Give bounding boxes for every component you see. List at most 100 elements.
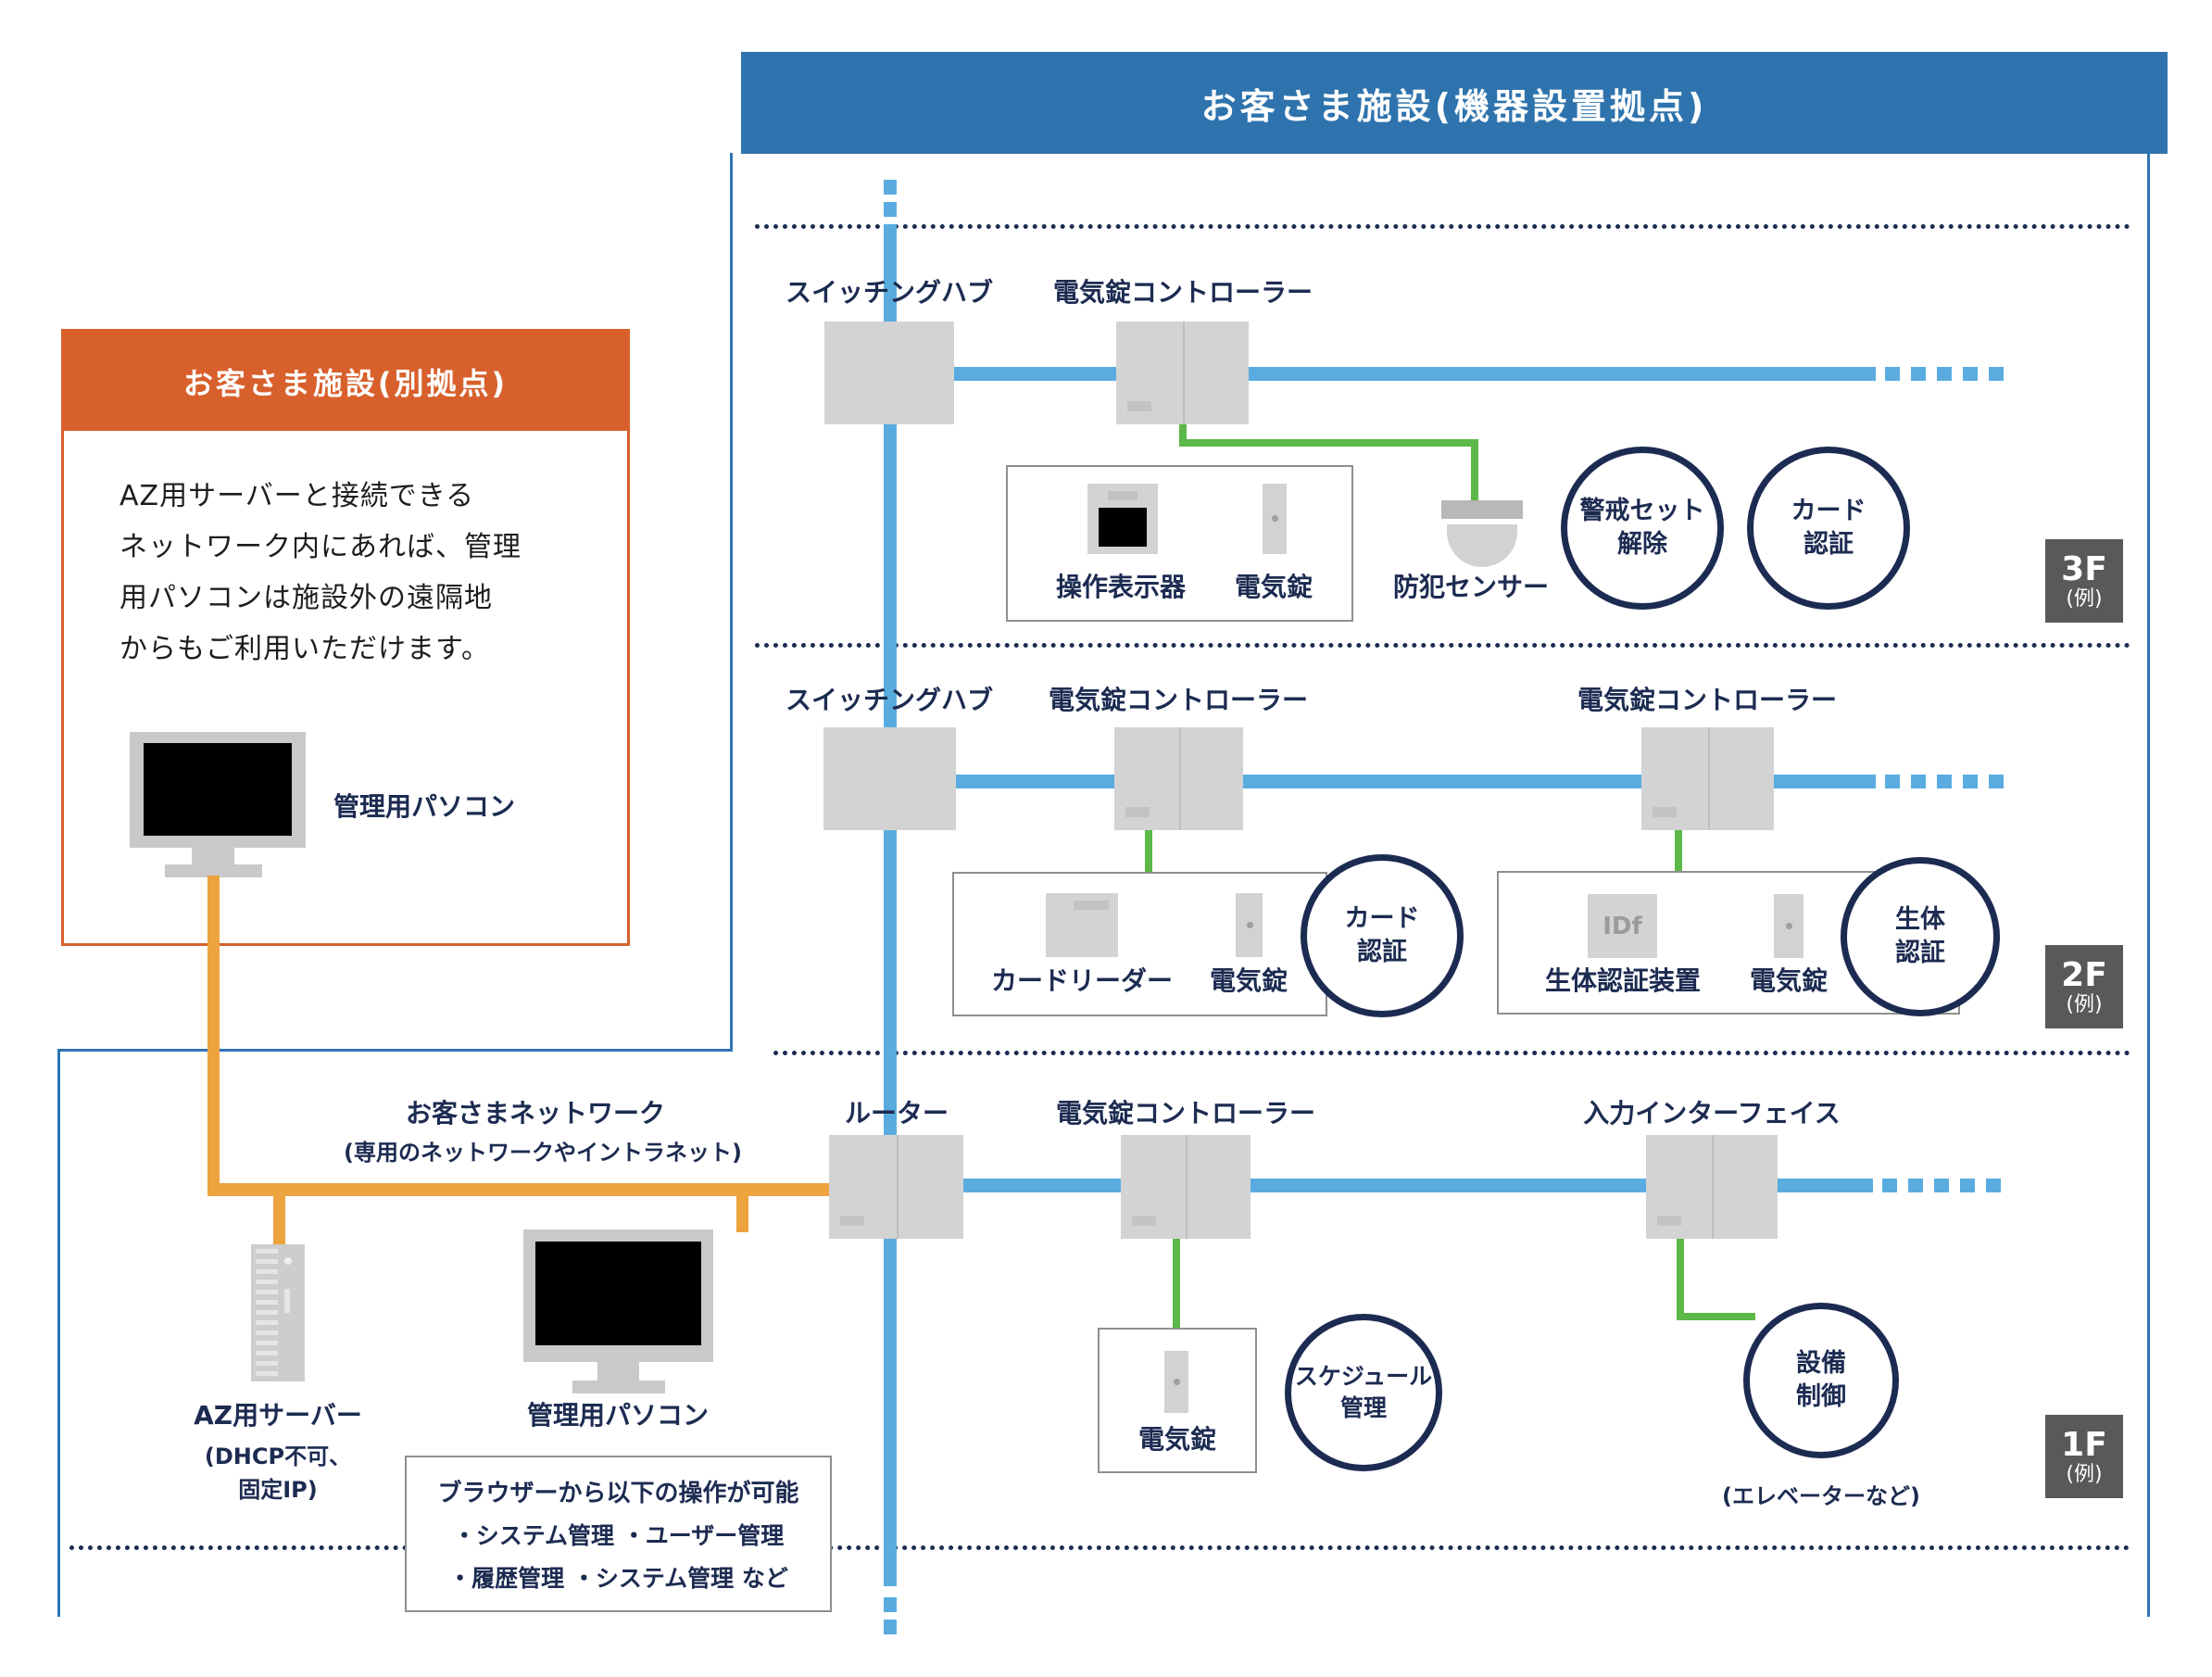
remote-site-header: お客さま施設(別拠点)	[64, 332, 627, 431]
remote-admin-pc-icon	[130, 732, 306, 848]
blue-zone-right-border	[2147, 153, 2150, 1617]
input-interface-icon	[1646, 1135, 1778, 1239]
remote-site-description: AZ用サーバーと接続できる ネットワーク内にあれば、管理 用パソコンは施設外の遠…	[119, 471, 601, 675]
floor3-lock-wire-v	[1179, 424, 1187, 447]
bio-device-text: IDf	[1602, 912, 1642, 940]
interface-wire-v	[1677, 1239, 1684, 1320]
bio-auth-device-icon: IDf	[1588, 894, 1657, 958]
circle-text: スケジュール	[1294, 1363, 1433, 1391]
floor2-lock-controller-left-icon	[1114, 727, 1243, 830]
browser-note-line: ブラウザーから以下の操作が可能	[437, 1480, 799, 1507]
security-sensor-label: 防犯センサー	[1392, 572, 1549, 602]
facility-control-circle: 設備 制御	[1743, 1303, 1899, 1458]
floor3-lock-wire-h	[1179, 439, 1478, 447]
floor3-sensor-wire-v	[1471, 439, 1478, 504]
floor2-badge-text: 2F	[2061, 956, 2107, 995]
circle-text: 制御	[1796, 1382, 1846, 1411]
floor2-badge: 2F (例)	[2045, 945, 2123, 1028]
floor1-controller-label: 電気錠コントローラー	[1055, 1098, 1315, 1129]
facility-header: お客さま施設(機器設置拠点)	[741, 52, 2168, 154]
floor1-badge: 1F (例)	[2045, 1415, 2123, 1498]
floor2-controller-left-label: 電気錠コントローラー	[1048, 685, 1308, 715]
floor1-badge-text: 1F	[2061, 1426, 2107, 1465]
az-server-note-line: 固定IP)	[238, 1477, 318, 1503]
circle-text: 解除	[1617, 530, 1667, 559]
remote-admin-pc-label: 管理用パソコン	[333, 791, 516, 822]
admin-pc-network-wire	[736, 1195, 748, 1232]
router-icon	[829, 1135, 963, 1239]
circle-text: 管理	[1339, 1394, 1387, 1421]
customer-network-label: お客さまネットワーク	[405, 1098, 665, 1129]
floor2-left-lock-label: 電気錠	[1209, 965, 1288, 996]
network-backbone	[884, 224, 897, 1586]
network-backbone-top-dash	[884, 202, 897, 217]
floor2-controller-right-label: 電気錠コントローラー	[1577, 685, 1837, 715]
input-interface-label: 入力インターフェイス	[1583, 1098, 1841, 1129]
floor3-controller-label: 電気錠コントローラー	[1052, 277, 1313, 308]
floor3-door-unit-box	[1006, 465, 1353, 622]
floor1-lock-label: 電気錠	[1137, 1424, 1216, 1455]
floor2-switching-hub-icon	[823, 727, 956, 830]
floor2-right-lock-wire	[1675, 830, 1682, 873]
circle-text: 認証	[1895, 939, 1945, 967]
interface-wire-h	[1677, 1313, 1755, 1320]
security-sensor-dome	[1447, 524, 1517, 567]
elevator-note: (エレベーターなど)	[1722, 1483, 1920, 1509]
circle-text: 設備	[1796, 1348, 1846, 1378]
separator-bottom	[69, 1545, 2130, 1550]
floor3-switching-hub-icon	[824, 322, 954, 424]
floor2-card-auth-circle: カード 認証	[1301, 854, 1464, 1017]
floor3-lock-controller-icon	[1116, 322, 1249, 424]
network-backbone-bottom-dash	[884, 1620, 897, 1634]
admin-pc-icon	[523, 1229, 713, 1362]
facility-header-title: お客さま施設(機器設置拠点)	[1200, 85, 1708, 127]
floor1-lock-icon	[1164, 1351, 1188, 1413]
schedule-circle: スケジュール 管理	[1285, 1314, 1442, 1471]
browser-note-line: ・システム管理 ・ユーザー管理	[452, 1522, 785, 1549]
router-label: ルーター	[844, 1098, 949, 1129]
floor2-lock-controller-right-icon	[1641, 727, 1774, 830]
floor1-lock-controller-icon	[1121, 1135, 1251, 1239]
circle-text: 認証	[1804, 530, 1854, 559]
floor3-electric-lock-icon	[1263, 484, 1287, 554]
floor1-lock-wire	[1173, 1239, 1180, 1328]
floor3-display-device-icon	[1087, 484, 1158, 554]
circle-text: 認証	[1357, 938, 1407, 966]
floor2-left-lock-wire	[1145, 830, 1152, 874]
server-network-wire	[273, 1195, 285, 1246]
separator-header-3f	[755, 224, 2130, 229]
floor3-display-label: 操作表示器	[1055, 572, 1186, 602]
floor2-hub-label: スイッチングハブ	[785, 685, 993, 715]
remote-description-line: AZ用サーバーと接続できる	[119, 480, 475, 512]
remote-description-line: からもご利用いただけます。	[119, 633, 490, 665]
browser-note-box: ブラウザーから以下の操作が可能 ・システム管理 ・ユーザー管理 ・履歴管理 ・シ…	[405, 1456, 832, 1612]
floor2-bio-auth-circle: 生体 認証	[1841, 857, 2000, 1016]
remote-admin-pc-base	[165, 864, 262, 877]
separator-3f-2f	[755, 643, 2130, 648]
floor3-card-auth-circle: カード 認証	[1747, 447, 1910, 610]
floor3-badge: 3F (例)	[2045, 539, 2123, 623]
remote-admin-pc-stand	[192, 848, 234, 868]
floor3-arm-disarm-circle: 警戒セット 解除	[1561, 447, 1724, 610]
network-backbone-top-dash	[884, 180, 897, 195]
remote-site-title: お客さま施設(別拠点)	[182, 365, 509, 401]
floor2-right-lock-label: 電気錠	[1749, 965, 1828, 996]
network-zone-top-border	[57, 1049, 733, 1052]
network-backbone-bottom-dash	[884, 1597, 897, 1612]
card-reader-icon	[1046, 893, 1118, 957]
az-server-icon	[251, 1244, 305, 1381]
admin-pc-label: 管理用パソコン	[526, 1400, 709, 1431]
circle-text: カード	[1344, 903, 1420, 933]
security-sensor-icon	[1441, 500, 1523, 519]
floor2-badge-note: (例)	[2066, 992, 2103, 1016]
floor1-badge-note: (例)	[2066, 1462, 2103, 1486]
circle-text: 警戒セット	[1579, 496, 1705, 525]
remote-description-line: 用パソコンは施設外の遠隔地	[119, 582, 493, 614]
floor3-lock-label: 電気錠	[1234, 572, 1313, 602]
browser-note-line: ・履歴管理 ・システム管理 など	[448, 1565, 788, 1592]
floor2-card-unit-box	[952, 872, 1327, 1016]
card-reader-label: カードリーダー	[990, 965, 1173, 996]
floor3-lan-line	[954, 367, 1876, 381]
circle-text: カード	[1791, 496, 1866, 525]
